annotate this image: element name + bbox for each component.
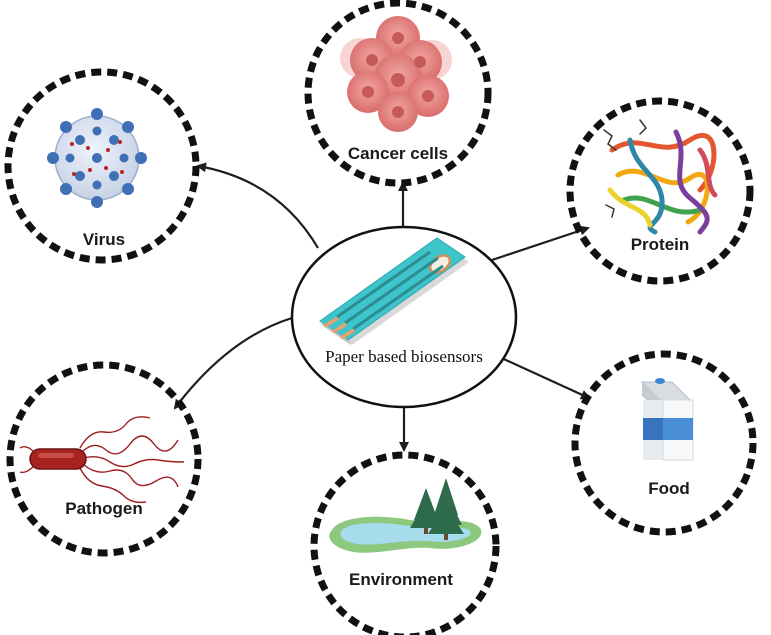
node-circles <box>4 0 757 635</box>
pathogen-circle <box>6 361 202 557</box>
arrow-to-food <box>494 353 591 400</box>
virus-circle <box>4 68 200 264</box>
cancer-cells-icon <box>340 16 452 132</box>
protein-circle <box>566 97 754 285</box>
arrow-to-protein <box>485 225 590 264</box>
pathogen-label: Pathogen <box>65 499 142 518</box>
arrow-to-virus <box>196 162 319 249</box>
cancer-cells-circle <box>304 0 492 187</box>
cancer-cells-label: Cancer cells <box>348 144 448 163</box>
arrow-to-pathogen <box>173 316 293 410</box>
environment-label: Environment <box>349 570 453 589</box>
milk-carton-icon <box>640 378 694 461</box>
bacterium-icon <box>19 416 185 504</box>
connector-arrows <box>173 162 591 452</box>
food-label: Food <box>648 479 690 498</box>
protein-icon <box>603 119 718 235</box>
virus-icon <box>47 108 147 208</box>
center-label: Paper based biosensors <box>325 347 483 366</box>
protein-label: Protein <box>631 235 690 254</box>
virus-label: Virus <box>83 230 125 249</box>
paper-biosensor-strip-icon <box>319 237 469 345</box>
center-ellipse <box>290 225 518 409</box>
lake-with-trees-icon <box>329 478 482 553</box>
environment-circle <box>310 451 500 635</box>
food-circle <box>571 350 757 536</box>
